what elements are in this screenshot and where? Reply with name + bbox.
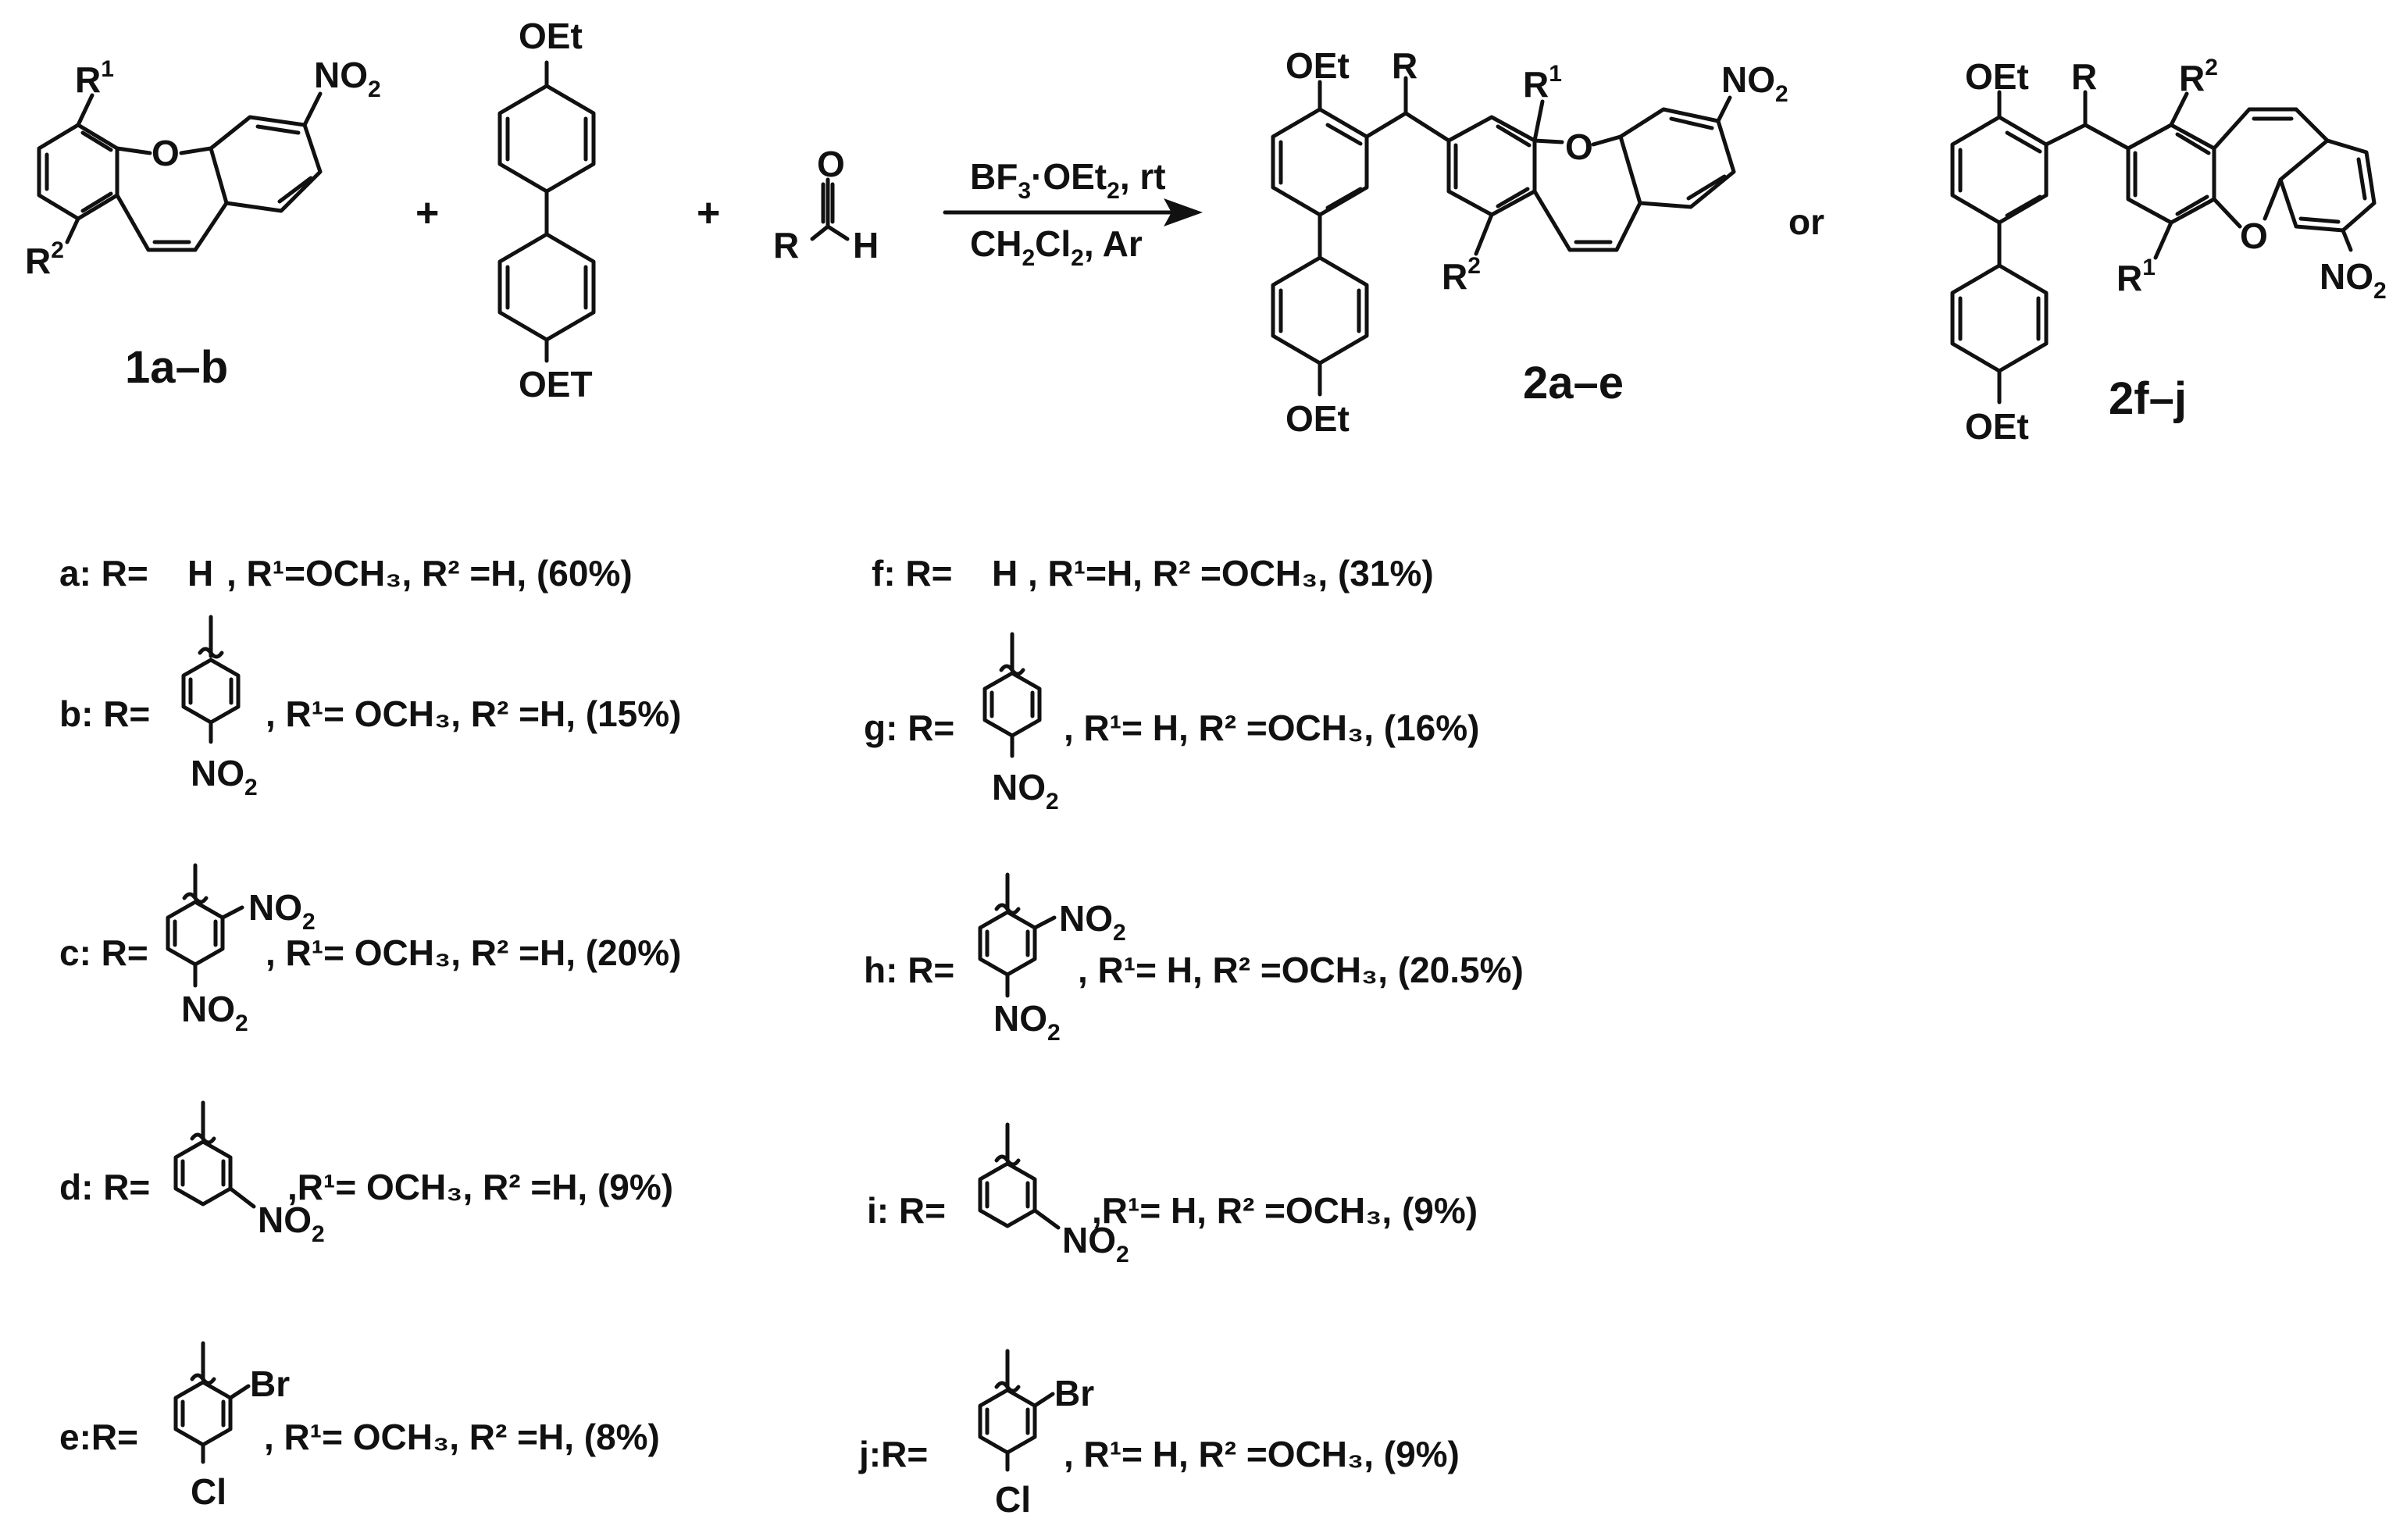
compound-label-1a-b: 1a–b [125, 342, 228, 393]
aldehyde-r-label: R [773, 225, 799, 266]
entry-r-text: H [992, 553, 1018, 594]
product1-r1-label: R1 [1523, 61, 1562, 105]
entry-j: j:R= Br Cl , R¹= H, R² =OCH₃, (9%) [858, 1349, 1460, 1520]
r1-label: R1 [75, 56, 114, 100]
2,4-dinitrophenyl-group: NO2 NO2 [978, 872, 1126, 1046]
entry-rest: , R¹= OCH₃, R² =H, (20%) [266, 932, 681, 973]
aldehyde: O R H [773, 144, 879, 266]
entry-prefix: d: R= [59, 1167, 150, 1207]
entry-prefix: j:R= [858, 1434, 928, 1474]
entry-c: c: R= NO2 NO2 , R¹= OCH₃, R² =H, (20%) [59, 863, 681, 1036]
entries-left-column: a: R= H , R¹=OCH₃, R² =H, (60%) b: R= NO… [59, 553, 681, 1512]
entry-f: f: R= H , R¹=H, R² =OCH₃, (31%) [872, 553, 1434, 594]
nitro-label: NO2 [248, 887, 316, 935]
biphenyl-diether: OEt OET [497, 16, 596, 405]
product-2a-e: OEt R R1 O NO2 R2 OEt 2a–e [1271, 45, 1788, 439]
product-2f-j: OEt R R2 O R1 NO2 OEt 2f–j [1950, 55, 2387, 447]
entry-prefix: i: R= [867, 1190, 946, 1231]
product2-oxygen-label: O [2240, 216, 2268, 256]
nitro-label: NO2 [993, 998, 1061, 1046]
entry-rest: , R¹= OCH₃, R² =H, (15%) [266, 693, 681, 734]
r2-label: R2 [25, 237, 64, 281]
product2-r1-label: R1 [2116, 255, 2156, 298]
oet-top-label: OEt [519, 16, 583, 56]
entry-h: h: R= NO2 NO2 , R¹= H, R² =OCH₃, (20.5%) [864, 872, 1524, 1046]
bromo-label: Br [1054, 1373, 1094, 1413]
plus-sign-2: + [697, 191, 720, 236]
entries-right-column: f: R= H , R¹=H, R² =OCH₃, (31%) g: R= NO… [858, 553, 1524, 1520]
2-bromo-4-chlorophenyl-group: Br Cl [173, 1341, 290, 1512]
4-nitrophenyl-group: NO2 [181, 615, 258, 800]
3-nitrophenyl-group: NO2 [173, 1100, 325, 1247]
nitro-label: NO2 [191, 753, 258, 800]
entry-prefix: h: R= [864, 950, 954, 990]
entry-prefix: b: R= [59, 693, 150, 734]
product1-r-label: R [1392, 45, 1417, 86]
entry-prefix: c: R= [59, 932, 148, 973]
condition-reagent: BF3·OEt2, rt [970, 156, 1166, 204]
svg-text:a: R=: a: R= [59, 553, 148, 594]
entry-e: e:R= Br Cl , R¹= OCH₃, R² =H, (8%) [59, 1341, 660, 1512]
compound-label-2a-e: 2a–e [1523, 358, 1624, 408]
nitro-label: NO2 [992, 767, 1059, 815]
product2-oet-top: OEt [1965, 56, 2029, 97]
entry-rest: , R¹= OCH₃, R² =H, (8%) [264, 1417, 660, 1457]
nitro-label: NO2 [1062, 1220, 1129, 1267]
entry-g: g: R= NO2 , R¹= H, R² =OCH₃, (16%) [864, 632, 1479, 815]
aldehyde-oxygen-label: O [817, 144, 845, 184]
ring-oxygen-label: O [152, 133, 180, 173]
compound-label-2f-j: 2f–j [2109, 373, 2187, 424]
entry-prefix: a: R= [59, 553, 148, 594]
product1-oet-top: OEt [1286, 45, 1350, 86]
entry-prefix: f: R= [872, 553, 953, 594]
3-nitrophenyl-group: NO2 [978, 1122, 1129, 1267]
entry-i: i: R= NO2 ,R¹= H, R² =OCH₃, (9%) [867, 1122, 1478, 1267]
entry-prefix: e:R= [59, 1417, 138, 1457]
entry-rest: , R¹= H, R² =OCH₃, (16%) [1064, 708, 1479, 748]
chloro-label: Cl [995, 1479, 1031, 1520]
product1-nitro-label: NO2 [1721, 59, 1788, 107]
starting-material-dibenzoxepine: O R1 R2 NO2 1a–b [25, 55, 381, 393]
nitro-label: NO2 [1059, 898, 1126, 946]
entry-r-text: H [187, 553, 213, 594]
bromo-label: Br [250, 1364, 290, 1404]
product2-r2-label: R2 [2179, 55, 2218, 98]
2-bromo-4-chlorophenyl-group: Br Cl [978, 1349, 1094, 1520]
nitro-label: NO2 [181, 989, 248, 1036]
condition-solvent: CH2Cl2, Ar [970, 223, 1143, 271]
product1-oxygen-label: O [1565, 127, 1593, 167]
entry-rest: ,R¹= H, R² =OCH₃, (9%) [1092, 1190, 1478, 1231]
entry-rest: ,R¹= OCH₃, R² =H, (9%) [287, 1167, 673, 1207]
entry-a: a: R= H , R¹=OCH₃, R² =H, (60%) [59, 553, 633, 594]
chloro-label: Cl [191, 1471, 226, 1512]
nitro-label: NO2 [258, 1200, 325, 1247]
entry-rest: , R¹= H, R² =OCH₃, (20.5%) [1078, 950, 1524, 990]
entry-rest: , R¹=OCH₃, R² =H, (60%) [226, 553, 633, 594]
aldehyde-h-label: H [853, 225, 879, 266]
entry-d: d: R= NO2 ,R¹= OCH₃, R² =H, (9%) [59, 1100, 673, 1247]
product1-r2-label: R2 [1442, 253, 1481, 297]
entry-b: b: R= NO2 , R¹= OCH₃, R² =H, (15%) [59, 615, 681, 800]
4-nitrophenyl-group: NO2 [982, 632, 1059, 815]
product2-nitro-label: NO2 [2320, 256, 2387, 304]
product2-r-label: R [2071, 56, 2097, 97]
product1-oet-bottom: OEt [1286, 398, 1350, 439]
reaction-arrow: BF3·OEt2, rt CH2Cl2, Ar [943, 156, 1203, 271]
entry-rest: , R¹= H, R² =OCH₃, (9%) [1064, 1434, 1460, 1474]
plus-sign-1: + [415, 191, 439, 236]
or-label: or [1788, 201, 1824, 242]
2,4-dinitrophenyl-group: NO2 NO2 [166, 863, 316, 1036]
product2-oet-bottom: OEt [1965, 406, 2029, 447]
entry-prefix: g: R= [864, 708, 954, 748]
oet-bottom-label: OET [519, 364, 593, 405]
entry-rest: , R¹=H, R² =OCH₃, (31%) [1028, 553, 1434, 594]
nitro-label: NO2 [314, 55, 381, 102]
